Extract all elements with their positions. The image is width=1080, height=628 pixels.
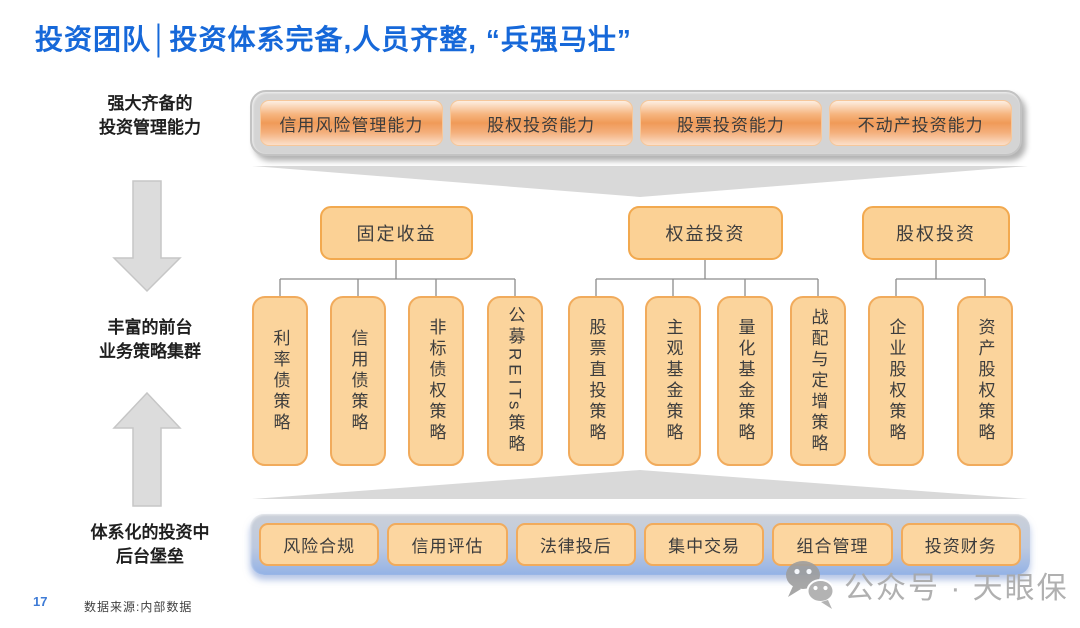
watermark: 公众号 · 天眼保 [784,560,1069,610]
capability-bar: 信用风险管理能力 股权投资能力 股票投资能力 不动产投资能力 [250,90,1022,156]
child-node-label: 利率债策略 [270,328,290,434]
capability-real-estate[interactable]: 不动产投资能力 [829,100,1012,146]
up-triangle-shape [252,470,1028,499]
label-backoffice: 体系化的投资中 后台堡垒 [40,521,260,569]
child-node-label: 股票直投策略 [586,318,606,444]
page-number: 17 [33,594,48,609]
backoffice-legal-post[interactable]: 法律投后 [515,523,636,566]
parent-node-equity-investment[interactable]: 权益投资 [628,206,783,260]
child-node-placement[interactable]: 战配与定增策略 [790,296,846,466]
capability-stock[interactable]: 股票投资能力 [639,100,823,146]
capability-private-equity[interactable]: 股权投资能力 [449,100,633,146]
down-block-arrow-icon [112,180,182,293]
label-backoffice-line1: 体系化的投资中 [90,523,210,542]
parent-node-private-equity[interactable]: 股权投资 [862,206,1010,260]
child-node-stock-direct[interactable]: 股票直投策略 [568,296,624,466]
label-capability-line1: 强大齐备的 [107,94,193,113]
child-node-credit-bond[interactable]: 信用债策略 [330,296,386,466]
child-node-label: 非标债权策略 [426,318,446,444]
parent-node-fixed-income[interactable]: 固定收益 [320,206,473,260]
label-strategy-line1: 丰富的前台 [107,318,193,337]
child-node-label: 公募REITs策略 [505,306,525,456]
connector-group-private-equity [895,260,986,296]
backoffice-central-trading[interactable]: 集中交易 [643,523,765,566]
label-capability-line2: 投资管理能力 [99,117,201,137]
backoffice-portfolio-mgmt[interactable]: 组合管理 [772,523,893,566]
label-capability: 强大齐备的 投资管理能力 [40,92,260,140]
watermark-text: 公众号 · 天眼保 [844,572,1069,605]
backoffice-risk-compliance[interactable]: 风险合规 [259,523,380,566]
label-strategy-line2: 业务策略集群 [99,341,201,361]
connector-group-equity-investment [595,260,819,296]
backoffice-bar: 风险合规 信用评估 法律投后 集中交易 组合管理 投资财务 [250,514,1030,575]
child-node-rate-bond[interactable]: 利率债策略 [252,296,308,466]
child-node-label: 战配与定增策略 [808,307,828,455]
label-backoffice-line2: 后台堡垒 [116,546,184,566]
child-node-label: 主观基金策略 [663,318,683,444]
backoffice-credit-evaluation[interactable]: 信用评估 [387,523,508,566]
wechat-icon [786,561,835,609]
up-block-arrow-icon [112,391,182,507]
child-node-quant-fund[interactable]: 量化基金策略 [717,296,773,466]
child-node-asset-equity[interactable]: 资产股权策略 [957,296,1013,466]
child-node-nonstandard-debt[interactable]: 非标债权策略 [408,296,464,466]
child-node-public-reits[interactable]: 公募REITs策略 [487,296,543,466]
child-node-label: 信用债策略 [348,328,368,434]
data-source-note: 数据来源:内部数据 [84,600,193,614]
child-node-label: 企业股权策略 [886,318,906,444]
label-strategy: 丰富的前台 业务策略集群 [40,316,260,364]
page-title: 投资团队│投资体系完备,人员齐整, “兵强马壮” [35,24,632,55]
connector-group-fixed-income [279,260,516,296]
child-node-label: 量化基金策略 [735,318,755,444]
backoffice-investment-finance[interactable]: 投资财务 [900,523,1021,566]
child-node-subjective-fund[interactable]: 主观基金策略 [645,296,701,466]
capability-credit-risk[interactable]: 信用风险管理能力 [260,100,443,146]
down-triangle-shape [252,166,1028,197]
child-node-label: 资产股权策略 [975,318,995,444]
child-node-corporate-equity[interactable]: 企业股权策略 [868,296,924,466]
